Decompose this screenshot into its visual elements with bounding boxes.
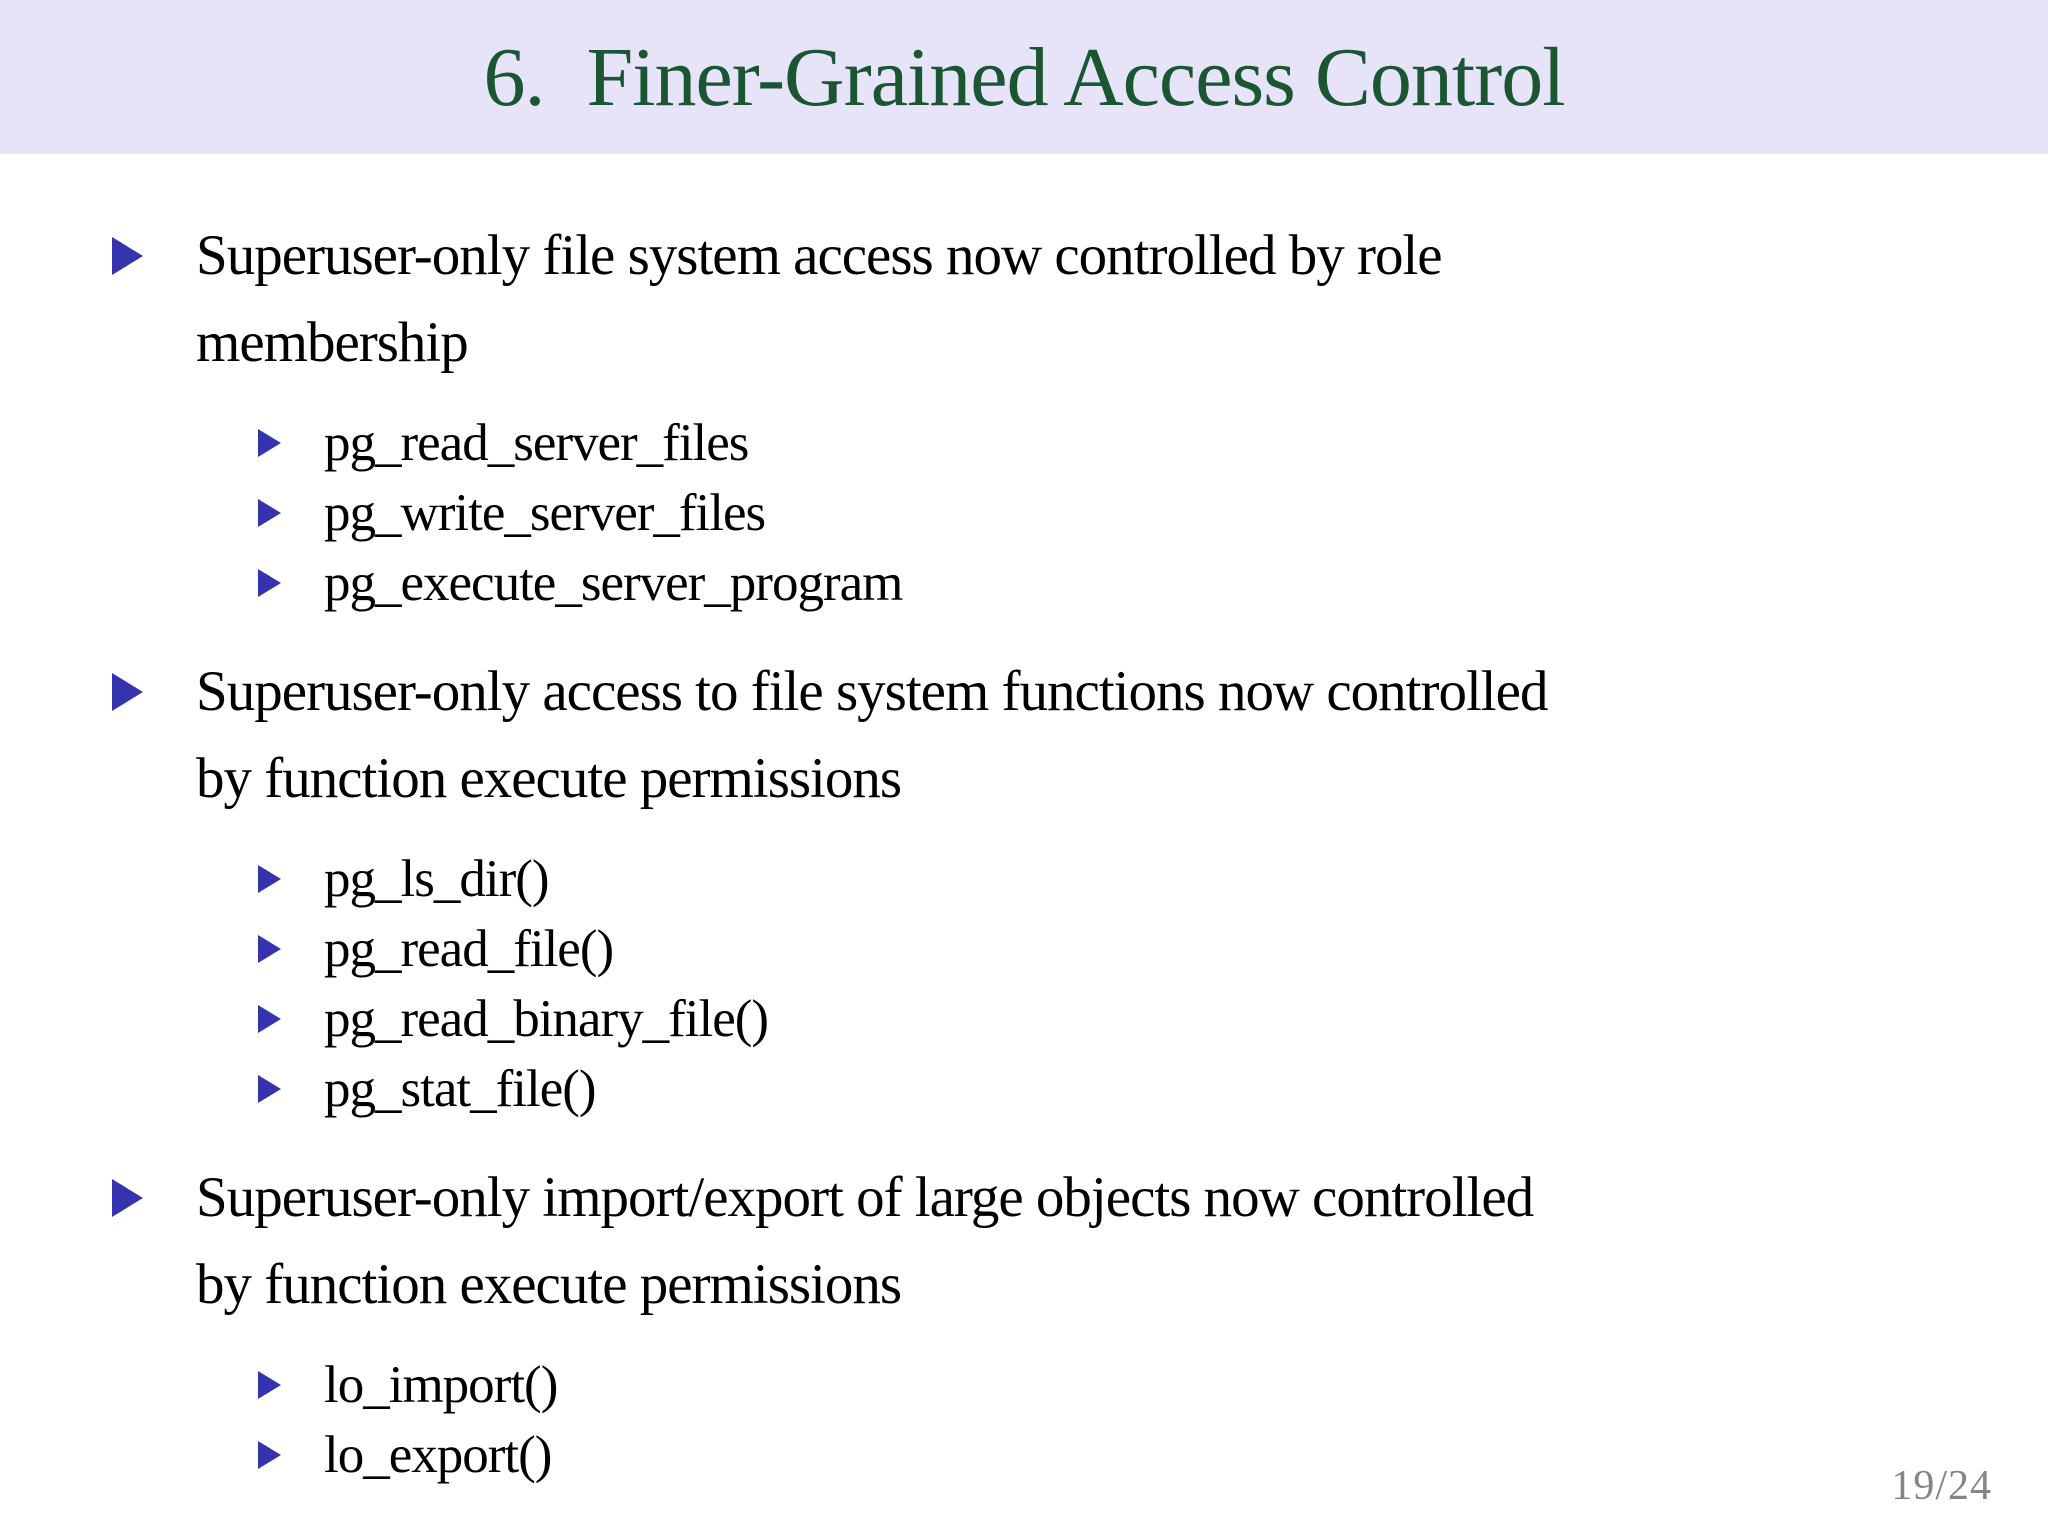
sub-bullet-item: pg_stat_file()	[258, 1054, 1988, 1124]
slide-body: Superuser-only file system access now co…	[0, 154, 2048, 1490]
sub-bullet-item: lo_import()	[258, 1350, 1988, 1420]
sub-bullet-item: pg_write_server_files	[258, 478, 1988, 548]
page-number: 19/24	[1891, 1463, 1992, 1509]
sub-bullet-item: pg_ls_dir()	[258, 844, 1988, 914]
sub-bullet-list: pg_ls_dir() pg_read_file() pg_read_binar…	[258, 844, 1988, 1124]
sub-bullet-marker-column	[258, 478, 324, 548]
section-title-text: Finer-Grained Access Control	[586, 30, 1565, 124]
sub-bullet-marker-column	[258, 1350, 324, 1420]
triangle-bullet-icon	[258, 569, 281, 597]
sub-bullet-text: pg_read_binary_file()	[324, 990, 769, 1048]
bullet-marker-column	[112, 1154, 196, 1490]
bullet-text-line: Superuser-only file system access now co…	[196, 224, 1443, 287]
sub-bullet-marker-column	[258, 844, 324, 914]
triangle-bullet-icon	[258, 1005, 281, 1033]
sub-bullet-marker-column	[258, 548, 324, 618]
triangle-bullet-icon	[258, 1075, 281, 1103]
section-number: 6.	[483, 30, 545, 124]
sub-bullet-text: pg_read_file()	[324, 920, 614, 978]
sub-bullet-item: pg_read_binary_file()	[258, 984, 1988, 1054]
sub-bullet-marker-column	[258, 1054, 324, 1124]
slide-title-bar: 6. Finer-Grained Access Control	[0, 0, 2048, 154]
bullet-text-line: Superuser-only access to file system fun…	[196, 660, 1548, 723]
sub-bullet-text: pg_stat_file()	[324, 1060, 597, 1118]
sub-bullet-item: pg_execute_server_program	[258, 548, 1988, 618]
triangle-bullet-icon	[112, 237, 143, 275]
sub-bullet-marker-column	[258, 914, 324, 984]
bullet-text-line: Superuser-only import/export of large ob…	[196, 1166, 1534, 1229]
bullet-text: Superuser-only file system access now co…	[196, 212, 1988, 386]
bullet-text-line: by function execute permissions	[196, 747, 902, 810]
sub-bullet-marker-column	[258, 1420, 324, 1490]
bullet-marker-column	[112, 648, 196, 1124]
sub-bullet-text: pg_execute_server_program	[324, 554, 903, 612]
sub-bullet-text: lo_import()	[324, 1356, 558, 1414]
sub-bullet-list: lo_import() lo_export()	[258, 1350, 1988, 1490]
triangle-bullet-icon	[258, 1371, 281, 1399]
triangle-bullet-icon	[112, 673, 143, 711]
sub-bullet-item: lo_export()	[258, 1420, 1988, 1490]
sub-bullet-list: pg_read_server_files pg_write_server_fil…	[258, 408, 1988, 618]
sub-bullet-text: pg_read_server_files	[324, 414, 749, 472]
triangle-bullet-icon	[258, 865, 281, 893]
bullet-text-line: membership	[196, 311, 469, 374]
page-title: 6. Finer-Grained Access Control	[483, 29, 1565, 126]
bullet-text-line: by function execute permissions	[196, 1253, 902, 1316]
bullet-item: Superuser-only access to file system fun…	[112, 648, 1988, 1124]
bullet-marker-column	[112, 212, 196, 618]
sub-bullet-item: pg_read_file()	[258, 914, 1988, 984]
sub-bullet-marker-column	[258, 984, 324, 1054]
bullet-body: Superuser-only import/export of large ob…	[196, 1154, 1988, 1490]
triangle-bullet-icon	[258, 1441, 281, 1469]
bullet-body: Superuser-only access to file system fun…	[196, 648, 1988, 1124]
bullet-body: Superuser-only file system access now co…	[196, 212, 1988, 618]
sub-bullet-text: pg_ls_dir()	[324, 850, 550, 908]
sub-bullet-text: pg_write_server_files	[324, 484, 766, 542]
triangle-bullet-icon	[258, 429, 281, 457]
bullet-item: Superuser-only file system access now co…	[112, 212, 1988, 618]
triangle-bullet-icon	[112, 1179, 143, 1217]
bullet-text: Superuser-only import/export of large ob…	[196, 1154, 1988, 1328]
sub-bullet-item: pg_read_server_files	[258, 408, 1988, 478]
sub-bullet-marker-column	[258, 408, 324, 478]
bullet-item: Superuser-only import/export of large ob…	[112, 1154, 1988, 1490]
triangle-bullet-icon	[258, 935, 281, 963]
bullet-text: Superuser-only access to file system fun…	[196, 648, 1988, 822]
triangle-bullet-icon	[258, 499, 281, 527]
sub-bullet-text: lo_export()	[324, 1426, 552, 1484]
